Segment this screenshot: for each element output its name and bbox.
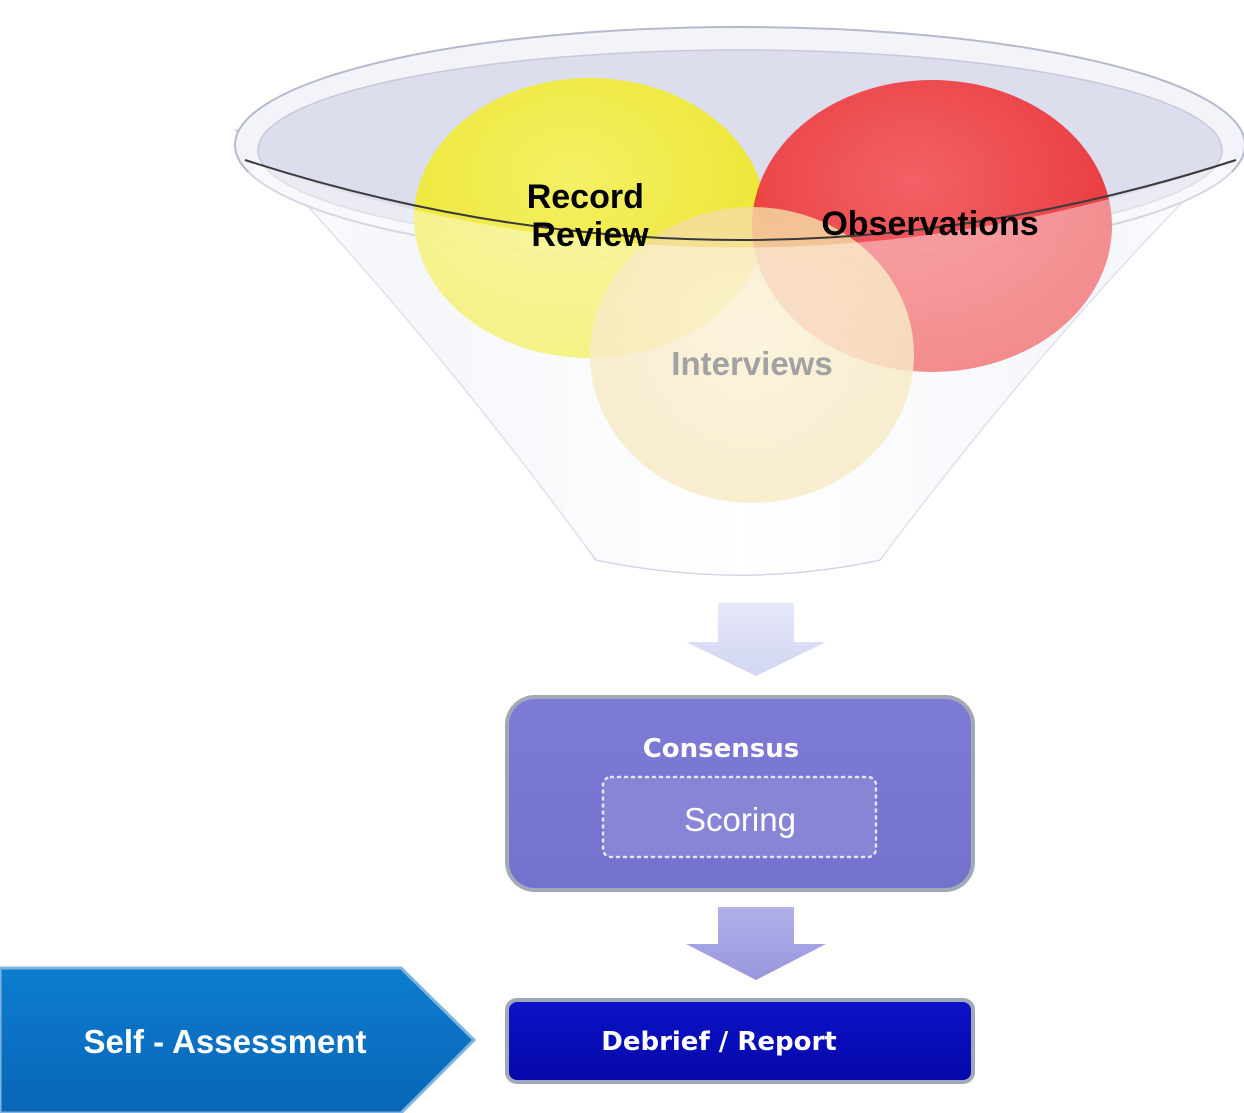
self-assessment-label: Self - Assessment xyxy=(83,1023,366,1060)
funnel-rim-front-edge xyxy=(244,159,1237,241)
debrief-report-box xyxy=(505,998,975,1084)
self-assessment-arrow xyxy=(0,966,477,1113)
debrief-report-label: Debrief / Report xyxy=(601,1027,837,1057)
record-review-label: Record Review xyxy=(527,178,654,254)
scoring-label: Scoring xyxy=(684,801,796,838)
interviews-circle xyxy=(590,207,914,503)
scoring-box xyxy=(601,775,878,859)
observations-label: Observations xyxy=(821,205,1038,243)
funnel-front-glass xyxy=(236,165,1244,575)
interviews-label: Interviews xyxy=(671,345,832,382)
arrow-down-lower xyxy=(686,907,826,980)
arrow-down-upper xyxy=(686,603,826,676)
consensus-title: Consensus xyxy=(643,734,800,764)
